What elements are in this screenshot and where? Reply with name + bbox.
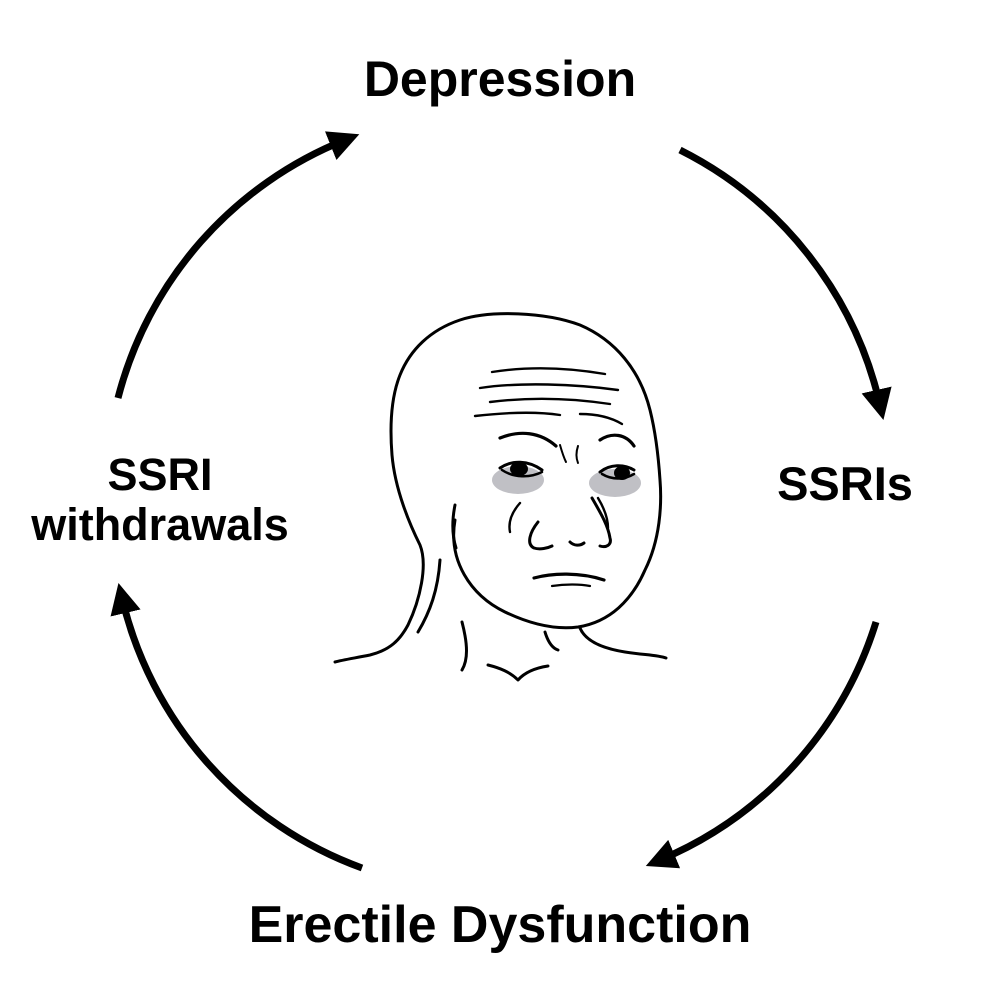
node-ssri-withdrawals-line2: withdrawals <box>31 498 289 550</box>
node-erectile-dysfunction-label: Erectile Dysfunction <box>248 896 752 954</box>
node-ssri-withdrawals-label: SSRI withdrawals <box>0 450 320 549</box>
arrow-depression-to-ssris <box>678 146 892 421</box>
sad-wojak-face-icon <box>333 312 668 682</box>
node-ssris-label: SSRIs <box>777 457 913 510</box>
node-ssri-withdrawals-line1: SSRI <box>107 449 213 500</box>
node-depression-label: Depression <box>363 51 637 107</box>
arrow-ed-to-withdrawals <box>110 583 364 872</box>
arrow-ssris-to-ed <box>645 620 880 869</box>
arrow-withdrawals-to-depression <box>114 131 360 399</box>
